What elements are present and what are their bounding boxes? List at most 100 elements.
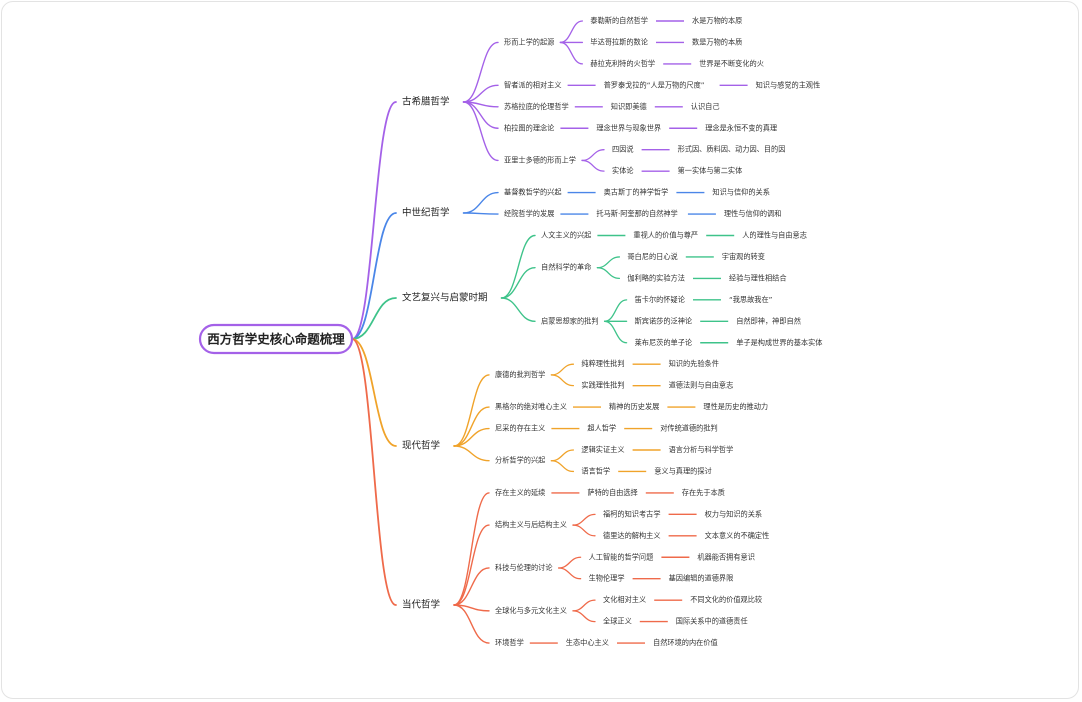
subtopic-node[interactable]: 福柯的知识考古学 [603, 509, 661, 518]
subtopic-node[interactable]: 泰勒斯的自然哲学 [590, 16, 648, 25]
subtopic-node[interactable]: 莱布尼茨的单子论 [635, 338, 693, 347]
detail-node[interactable]: 认识自己 [691, 102, 720, 111]
detail-node[interactable]: 国际关系中的道德责任 [676, 617, 748, 626]
subtopic-node[interactable]: 伽利略的实验方法 [627, 273, 685, 282]
topic-connector [500, 297, 536, 322]
topic-node[interactable]: 启蒙思想家的批判 [541, 316, 599, 325]
subtopic-node[interactable]: 毕达哥拉斯的数论 [590, 37, 648, 46]
detail-node[interactable]: 权力与知识的关系 [705, 509, 763, 518]
topic-node[interactable]: 全球化与多元文化主义 [495, 606, 567, 615]
subtopic-node[interactable]: 实践理性批判 [581, 381, 624, 390]
subtopic-node[interactable]: 语言哲学 [581, 466, 610, 475]
topic-node[interactable]: 柏拉图的理念论 [504, 123, 555, 132]
subtopic-node[interactable]: 萨特的自由选择 [587, 488, 637, 497]
detail-node[interactable]: 不同文化的价值观比较 [690, 595, 762, 604]
topic-node[interactable]: 自然科学的革命 [541, 263, 591, 272]
topic-node[interactable]: 环境哲学 [495, 638, 524, 647]
subtopic-node[interactable]: 精神的历史发展 [609, 402, 659, 411]
subtopic-connector [550, 449, 575, 462]
detail-node[interactable]: 单子是构成世界的基本实体 [736, 338, 822, 347]
subtopic-node[interactable]: 逻辑实证主义 [581, 445, 624, 454]
detail-node[interactable]: 理性与信仰的调和 [724, 209, 782, 218]
subtopic-node[interactable]: 生物伦理学 [589, 574, 625, 583]
subtopic-connector [581, 149, 605, 162]
subtopic-node[interactable]: 超人哲学 [587, 424, 616, 433]
topic-node[interactable]: 人文主义的兴起 [541, 231, 591, 240]
detail-node[interactable]: 经验与理性相结合 [729, 273, 787, 282]
detail-node[interactable]: 对传统道德的批判 [660, 424, 718, 433]
topic-node[interactable]: 尼采的存在主义 [495, 424, 545, 433]
topic-node[interactable]: 结构主义与后结构主义 [495, 520, 567, 529]
detail-node[interactable]: 文本意义的不确定性 [705, 531, 770, 540]
detail-node[interactable]: 数是万物的本质 [692, 37, 742, 46]
topic-node[interactable]: 黑格尔的绝对唯心主义 [495, 402, 567, 411]
subtopic-node[interactable]: 全球正义 [603, 617, 632, 626]
topic-node[interactable]: 经院哲学的发展 [504, 209, 554, 218]
detail-node[interactable]: 知识与感觉的主观性 [756, 80, 821, 89]
branch-node[interactable]: 当代哲学 [402, 599, 440, 611]
subtopic-node[interactable]: 普罗泰戈拉的“人是万物的尺度” [604, 80, 705, 89]
detail-node[interactable]: 水是万物的本原 [692, 16, 742, 25]
topic-connector [500, 266, 536, 299]
subtopic-node[interactable]: 笛卡尔的怀疑论 [635, 295, 686, 304]
subtopic-node[interactable]: 理念世界与现象世界 [596, 123, 661, 132]
topic-connector [462, 212, 499, 215]
detail-node[interactable]: 机器能否拥有意识 [697, 552, 755, 561]
detail-node[interactable]: 知识的先验条件 [669, 359, 719, 368]
detail-node[interactable]: 语言分析与科学哲学 [669, 445, 734, 454]
subtopic-connector [559, 41, 584, 65]
topic-node[interactable]: 苏格拉底的伦理哲学 [504, 102, 569, 111]
subtopic-node[interactable]: 知识即美德 [611, 102, 647, 111]
topic-node[interactable]: 存在主义的延续 [495, 488, 545, 497]
subtopic-node[interactable]: 斯宾诺莎的泛神论 [635, 316, 693, 325]
branch-node[interactable]: 现代哲学 [402, 440, 440, 452]
topic-connector [462, 41, 499, 103]
topic-node[interactable]: 智者派的相对主义 [504, 80, 562, 89]
topic-connector [462, 191, 499, 214]
detail-node[interactable]: 理念是永恒不变的真理 [705, 123, 777, 132]
detail-node[interactable]: 自然即神，神即自然 [736, 316, 801, 325]
subtopic-connector [550, 363, 575, 376]
topic-connector [453, 427, 490, 447]
detail-node[interactable]: 形式因、质料因、动力因、目的因 [678, 145, 786, 154]
subtopic-node[interactable]: 人工智能的哲学问题 [589, 552, 654, 561]
detail-node[interactable]: 意义与真理的探讨 [654, 466, 712, 475]
subtopic-node[interactable]: 赫拉克利特的火哲学 [590, 59, 655, 68]
root-node[interactable] [198, 323, 354, 355]
subtopic-connector [603, 320, 628, 344]
detail-node[interactable]: 基因编辑的道德界限 [669, 574, 734, 583]
topic-node[interactable]: 亚里士多德的形而上学 [504, 155, 576, 164]
topic-node[interactable]: 形而上学的起源 [504, 37, 554, 46]
branch-node[interactable]: 文艺复兴与启蒙时期 [402, 292, 488, 304]
subtopic-node[interactable]: 重视人的价值与尊严 [633, 231, 698, 240]
subtopic-node[interactable]: 实体论 [612, 166, 634, 175]
detail-node[interactable]: 人的理性与自由意志 [742, 231, 807, 240]
topic-node[interactable]: 康德的批判哲学 [495, 370, 545, 379]
detail-node[interactable]: 理性是历史的推动力 [703, 402, 768, 411]
subtopic-node[interactable]: 奥古斯丁的神学哲学 [604, 188, 669, 197]
subtopic-node[interactable]: 四因说 [612, 145, 634, 154]
root-node-label[interactable]: 西方哲学史核心命题梳理 [207, 332, 345, 347]
detail-node[interactable]: 自然环境的内在价值 [653, 638, 718, 647]
detail-node[interactable]: 第一实体与第二实体 [678, 166, 743, 175]
detail-node[interactable]: 道德法则与自由意志 [669, 381, 734, 390]
subtopic-node[interactable]: 纯粹理性批判 [581, 359, 624, 368]
detail-node[interactable]: 存在先于本质 [682, 488, 725, 497]
topic-node[interactable]: 基督教哲学的兴起 [504, 188, 562, 197]
subtopic-node[interactable]: 生态中心主义 [566, 638, 609, 647]
subtopic-node[interactable]: 哥白尼的日心说 [627, 252, 677, 261]
topic-node[interactable]: 科技与伦理的讨论 [495, 563, 553, 572]
detail-node[interactable]: 宇宙观的转变 [722, 252, 765, 261]
subtopic-node[interactable]: 德里达的解构主义 [603, 531, 661, 540]
subtopic-connector [596, 267, 621, 280]
detail-node[interactable]: 知识与信仰的关系 [712, 188, 770, 197]
detail-node[interactable]: 世界是不断变化的火 [699, 59, 764, 68]
subtopic-node[interactable]: 托马斯·阿奎那的自然神学 [596, 209, 677, 218]
branch-node[interactable]: 古希腊哲学 [402, 96, 450, 108]
topic-node[interactable]: 分析哲学的兴起 [495, 456, 545, 465]
subtopic-node[interactable]: 文化相对主义 [603, 595, 646, 604]
branch-node[interactable]: 中世纪哲学 [402, 207, 450, 219]
detail-node[interactable]: “我思故我在” [729, 295, 773, 304]
